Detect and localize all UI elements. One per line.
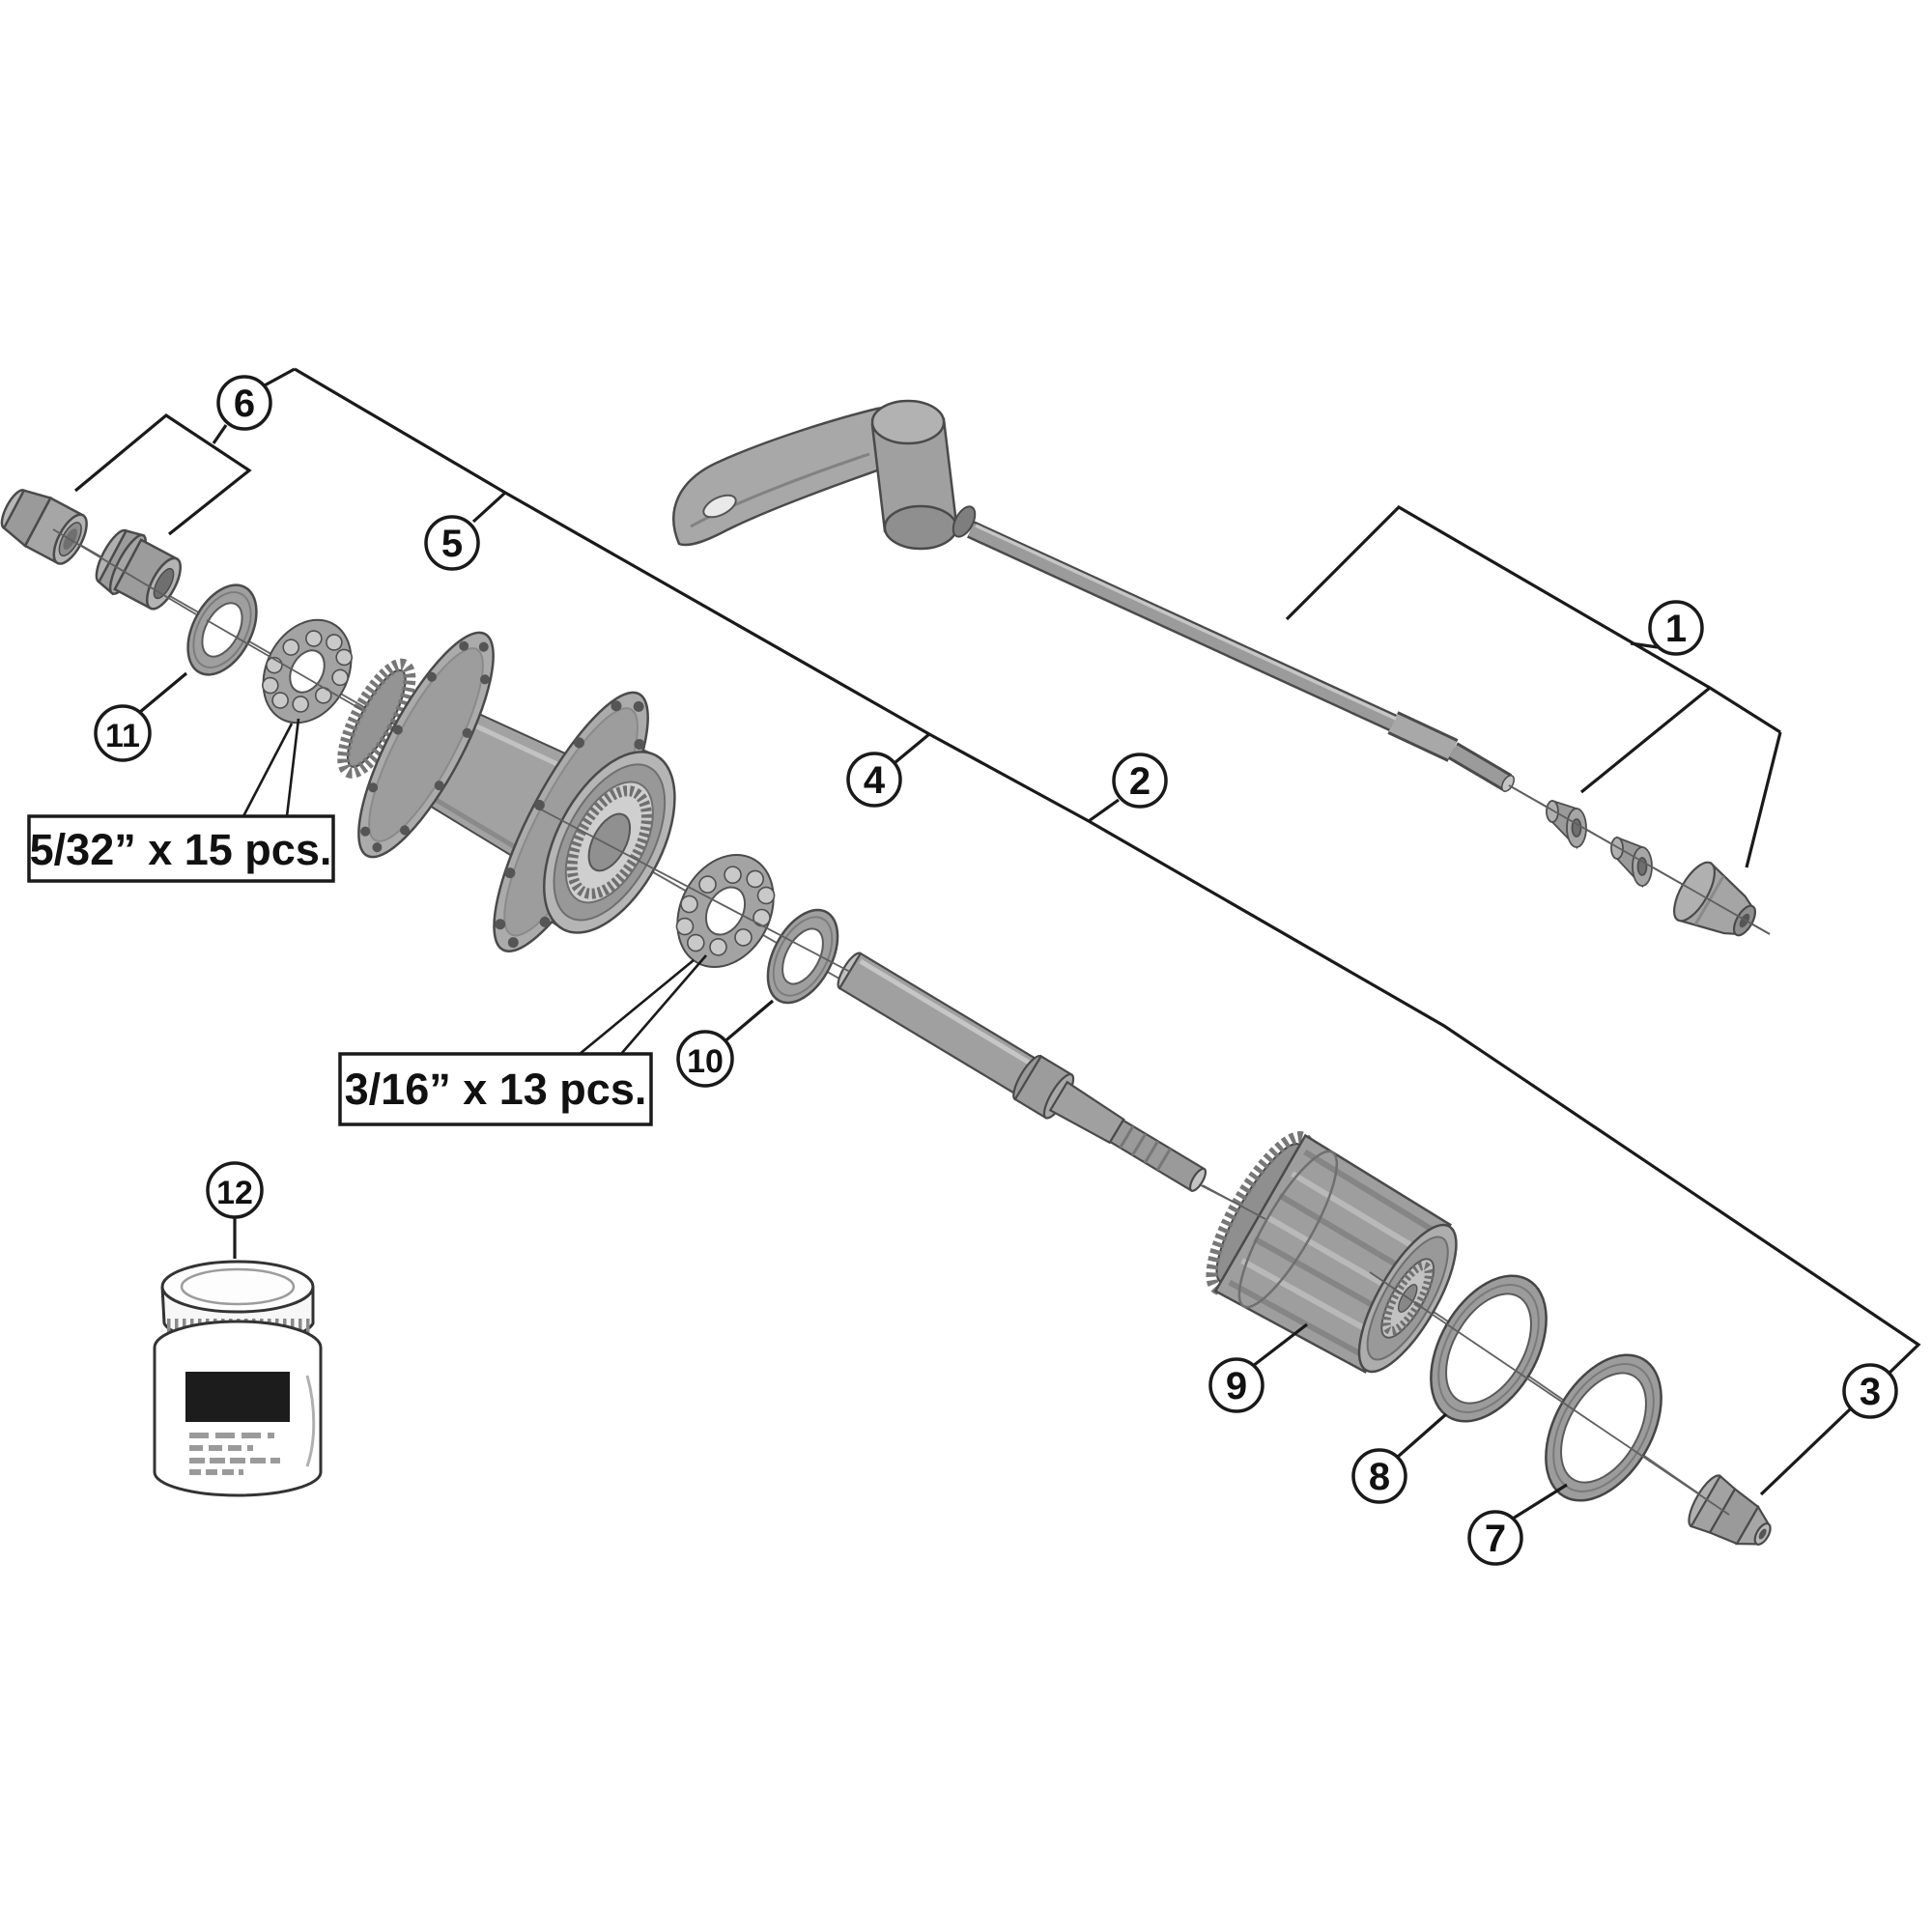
callout-6: 6 [216, 375, 272, 431]
explosion-axis-over [52, 528, 1771, 1516]
callout-12: 12 [206, 1161, 264, 1219]
callout-6-number: 6 [234, 383, 255, 425]
freehub-splines [1228, 1149, 1442, 1361]
ball-retainer-5-32 [261, 618, 354, 724]
ball-retainer-3-16 [675, 853, 776, 969]
callout-2-number: 2 [1129, 760, 1151, 803]
callout-9-number: 9 [1226, 1365, 1247, 1407]
callout-5: 5 [424, 515, 480, 571]
qr-spring-1 [1546, 799, 1587, 850]
callout-8: 8 [1351, 1448, 1407, 1504]
spoke-holes-left [360, 640, 491, 853]
callout-3: 3 [1842, 1363, 1898, 1419]
callout-8-number: 8 [1369, 1456, 1390, 1498]
hub-axle [837, 952, 1208, 1192]
callout-7: 7 [1467, 1510, 1523, 1566]
callout-12-number: 12 [216, 1175, 253, 1211]
callout-circles: 1 2 3 4 5 6 7 8 [94, 375, 1898, 1566]
grease-jar [153, 1260, 323, 1497]
qr-bracket-spine [1285, 504, 1781, 734]
callout-11: 11 [94, 704, 152, 762]
callout-11-number: 11 [105, 718, 140, 754]
callout-7-number: 7 [1485, 1518, 1506, 1560]
callout-4: 4 [846, 752, 902, 808]
callout-9: 9 [1208, 1357, 1264, 1413]
qr-lever [672, 399, 977, 551]
qr-skewer-rod [967, 521, 1515, 792]
callout-1-number: 1 [1665, 608, 1687, 650]
end-cap-drive-side [1688, 1474, 1772, 1546]
hub-shell [337, 631, 676, 952]
callout-3-number: 3 [1860, 1371, 1881, 1413]
freehub-body [1206, 1130, 1458, 1374]
end-cap-left-adapter [95, 528, 182, 611]
bearing-label-right-box: 3/16” x 13 pcs. [338, 1052, 653, 1126]
callout-10-number: 10 [687, 1043, 724, 1080]
seal-ring-7 [1545, 1353, 1662, 1502]
bearing-label-left-box: 5/32” x 15 pcs. [27, 814, 335, 883]
leader-lines [73, 367, 1921, 1520]
jar-label [185, 1372, 290, 1422]
bearing-label-left-text: 5/32” x 15 pcs. [30, 825, 332, 874]
callout-10: 10 [676, 1030, 734, 1088]
cap-pair-bracket [73, 413, 252, 536]
callout-1: 1 [1648, 600, 1704, 656]
bearing-label-right-text: 3/16” x 13 pcs. [345, 1065, 647, 1114]
jar-label-text-lines [189, 1433, 280, 1475]
qr-spring-2 [1610, 836, 1653, 889]
callout-4-number: 4 [864, 759, 886, 802]
callout-2: 2 [1112, 753, 1168, 809]
washer-10 [766, 908, 839, 1005]
callout-5-number: 5 [441, 523, 463, 565]
bearing-box-leaders [242, 718, 707, 1056]
